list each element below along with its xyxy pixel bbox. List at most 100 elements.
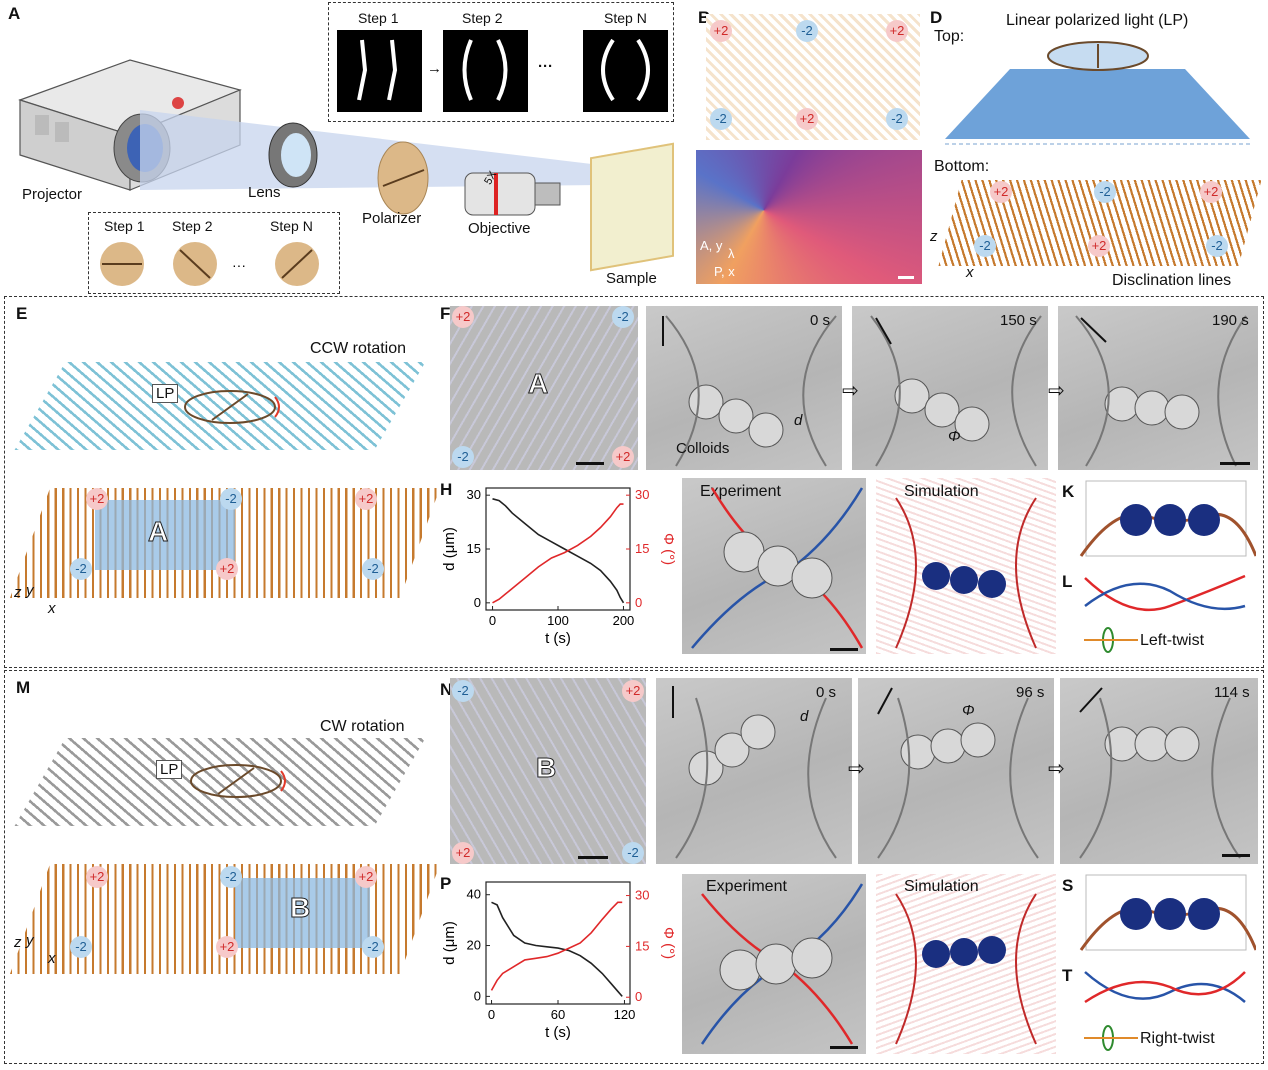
panel-label-t: T bbox=[1062, 966, 1073, 985]
o-frame-1 bbox=[656, 678, 852, 864]
o-arrow-1: ⇨ bbox=[848, 758, 865, 780]
d-disclination-label: Disclination lines bbox=[1112, 272, 1232, 289]
m-axis-y: y bbox=[26, 932, 34, 949]
y-tick-label-right: 15 bbox=[635, 938, 649, 953]
y-tick-label-left: 0 bbox=[474, 595, 481, 610]
o-phi-label: Φ bbox=[962, 702, 975, 719]
scalebar-q bbox=[830, 1046, 858, 1049]
defect-e-4: -2 bbox=[70, 558, 92, 580]
defect-e-2: -2 bbox=[220, 488, 242, 510]
svg-text:···: ··· bbox=[232, 257, 246, 273]
o-time-3: 114 s bbox=[1214, 684, 1250, 701]
y-axis-label-left: d (μm) bbox=[441, 921, 458, 965]
sample-label: Sample bbox=[606, 270, 657, 287]
mask-step-1 bbox=[337, 30, 422, 112]
defect-n-2: +2 bbox=[622, 680, 644, 702]
polarizer-illustration bbox=[377, 141, 429, 215]
panel-label-k: K bbox=[1062, 482, 1075, 501]
d-top-label: Top: bbox=[934, 28, 965, 45]
panel-label-a: A bbox=[8, 4, 21, 23]
defect-b-1: +2 bbox=[710, 20, 732, 42]
q-drawing bbox=[700, 883, 864, 1045]
e-axis-x: x bbox=[48, 600, 56, 617]
defect-b-3: +2 bbox=[886, 20, 908, 42]
lambda-label: λ bbox=[728, 246, 735, 261]
x-tick-label: 100 bbox=[547, 613, 569, 628]
y-tick-label-right: 0 bbox=[635, 595, 642, 610]
scalebar-c bbox=[898, 276, 914, 279]
y-tick-label-left: 20 bbox=[467, 938, 481, 953]
m-rotation-label: CW rotation bbox=[320, 718, 405, 735]
mask-step-n bbox=[583, 30, 668, 112]
polarizer-steps-disks: ··· bbox=[100, 242, 319, 286]
m-axis-z: z bbox=[14, 934, 22, 951]
defect-b-5: +2 bbox=[796, 108, 818, 130]
o-time-2: 96 s bbox=[1016, 684, 1045, 701]
defect-n-1: -2 bbox=[452, 680, 474, 702]
f-region-letter: A bbox=[527, 368, 549, 400]
e-rotation-label: CCW rotation bbox=[310, 340, 407, 357]
mask-arrow-1: → bbox=[427, 60, 442, 77]
g-time-2: 150 s bbox=[1000, 312, 1037, 329]
defect-d-4: -2 bbox=[974, 235, 996, 257]
g-d-label: d bbox=[794, 412, 803, 429]
k-drawing bbox=[1079, 480, 1256, 557]
defect-f-2: -2 bbox=[612, 306, 634, 328]
y-tick-label-right: 30 bbox=[635, 888, 649, 903]
g-frame-3 bbox=[1058, 306, 1258, 470]
polarized-image-c bbox=[696, 150, 922, 284]
light-beam bbox=[140, 110, 600, 190]
lens-label: Lens bbox=[248, 184, 281, 201]
mask-step-n-title: Step N bbox=[604, 10, 647, 26]
defect-m-3: +2 bbox=[355, 866, 377, 888]
e-axis-z: z bbox=[14, 584, 22, 601]
y-tick-label-left: 40 bbox=[467, 887, 481, 902]
objective-label: Objective bbox=[468, 220, 531, 237]
panel-label-p: P bbox=[440, 874, 452, 893]
mask-steps-box bbox=[328, 2, 674, 122]
panel-label-l: L bbox=[1062, 572, 1073, 591]
series-line-left bbox=[491, 901, 623, 997]
panel-label-m: M bbox=[16, 678, 31, 697]
defect-n-3: +2 bbox=[452, 842, 474, 864]
q-title: Experiment bbox=[706, 878, 787, 895]
y-tick-label-left: 0 bbox=[474, 988, 481, 1003]
e-region-a bbox=[95, 500, 235, 570]
scalebar-f bbox=[576, 462, 604, 465]
defect-b-2: -2 bbox=[796, 20, 818, 42]
y-tick-label-right: 15 bbox=[635, 541, 649, 556]
n-region-letter: B bbox=[535, 752, 557, 784]
defect-m-1: +2 bbox=[86, 866, 108, 888]
panel-label-h: H bbox=[440, 480, 453, 499]
mask-ellipsis: ··· bbox=[538, 58, 553, 75]
axis-p-label: P, x bbox=[714, 264, 735, 279]
defect-m-5: +2 bbox=[216, 936, 238, 958]
pol-step-2-title: Step 2 bbox=[172, 218, 213, 234]
e-axis-y: y bbox=[26, 582, 34, 599]
panel-label-s: S bbox=[1062, 876, 1074, 895]
defect-d-5: +2 bbox=[1088, 235, 1110, 257]
scalebar-g bbox=[1220, 462, 1250, 465]
t-drawing bbox=[1084, 971, 1246, 1051]
defect-e-6: -2 bbox=[362, 558, 384, 580]
defect-m-4: -2 bbox=[70, 936, 92, 958]
o-d-label: d bbox=[800, 708, 809, 725]
objective-illustration bbox=[464, 172, 561, 216]
o-arrow-2: ⇨ bbox=[1048, 758, 1065, 780]
x-tick-label: 0 bbox=[489, 613, 496, 628]
g-colloids-drawing bbox=[662, 315, 1247, 467]
o-frame-2 bbox=[858, 678, 1054, 864]
g-arrow-2: ⇨ bbox=[1048, 380, 1065, 402]
panel-label-e: E bbox=[16, 304, 28, 323]
mask-step-2-title: Step 2 bbox=[462, 10, 503, 26]
l-twist-label: Left-twist bbox=[1140, 632, 1205, 649]
x-tick-label: 60 bbox=[551, 1007, 565, 1022]
e-region-a-letter: A bbox=[147, 516, 169, 548]
scalebar-i bbox=[830, 648, 858, 651]
projector-label: Projector bbox=[22, 186, 83, 203]
m-region-b-letter: B bbox=[289, 892, 311, 924]
y-axis-label-right: Φ (°) bbox=[660, 927, 675, 959]
x-axis-label: t (s) bbox=[545, 630, 571, 647]
d-axis-z: z bbox=[930, 228, 938, 245]
